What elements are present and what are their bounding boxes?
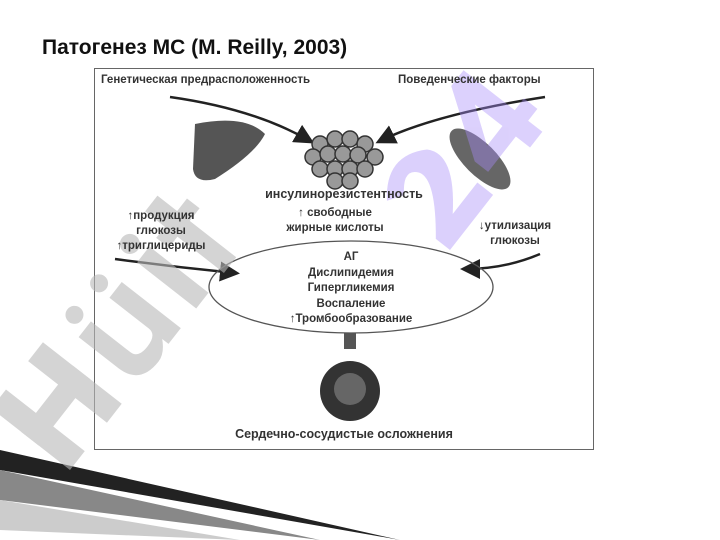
decorative-lines	[0, 450, 400, 540]
syndrome-item: АГ	[343, 251, 359, 263]
label-genetic: Генетическая предрасположенность	[101, 74, 311, 86]
liver-icon	[193, 120, 265, 181]
syndrome-item: Дислипидемия	[308, 266, 394, 279]
arrow-behavior	[375, 95, 546, 144]
pathogenesis-diagram: Генетическая предрасположенность Поведен…	[94, 68, 594, 450]
label-behavior: Поведенческие факторы	[398, 74, 541, 86]
arrow-genetic	[169, 95, 315, 144]
syndrome-item: Гипергликемия	[307, 282, 395, 294]
arrow-muscle	[460, 252, 541, 279]
fat-cells-icon	[304, 130, 384, 190]
label-insulin-resistance: инсулинорезистентность	[265, 187, 423, 201]
artery-icon	[320, 361, 380, 421]
syndrome-list: АГ Дислипидемия Гипергликемия Воспаление…	[251, 250, 451, 328]
syndrome-item: ↑Тромбообразование	[289, 313, 413, 325]
arrow-down	[344, 333, 356, 349]
muscle-icon	[449, 128, 511, 190]
label-outcome: Сердечно-сосудистые осложнения	[235, 427, 453, 441]
diagram-graphics	[114, 95, 546, 421]
syndrome-item: Воспаление	[316, 297, 386, 310]
slide-title: Патогенез МС (M. Reilly, 2003)	[42, 36, 348, 59]
